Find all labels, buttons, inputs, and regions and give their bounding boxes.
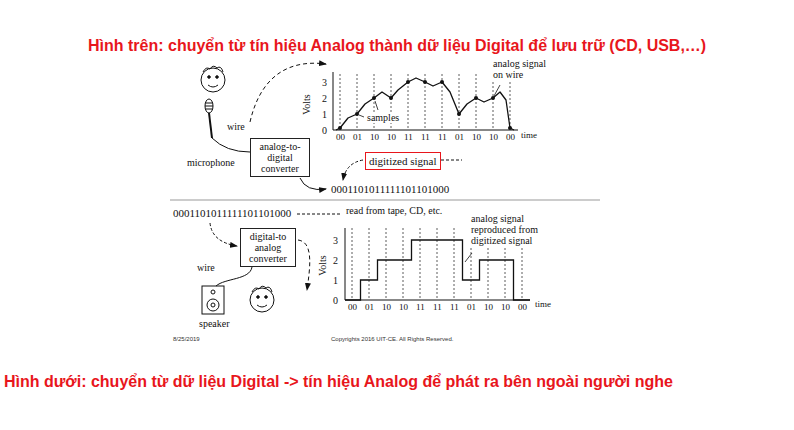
axis-value: 2 [332,255,339,266]
device-label: speaker [198,318,231,329]
analog-signal [336,78,514,130]
tick-label: 01 [454,133,465,143]
axis-value: 1 [321,109,328,120]
axis-value: 0 [321,125,328,136]
tick-label: 11 [403,133,414,143]
speaker-icon [202,286,224,314]
tick-label: 11 [432,303,443,313]
note-label: read from tape, CD, etc. [345,205,443,216]
tick-label: 00 [335,133,346,143]
tick-label: 10 [471,133,482,143]
box-text: digital-to analog converter [244,231,292,264]
step-signal [345,240,530,300]
digitized-signal-box: digitized signal [365,152,441,170]
tick-label: 11 [437,133,448,143]
tick-label: 11 [415,303,426,313]
wire-label: wire [196,262,216,273]
axis-title: time [520,131,538,141]
samples-label: samples [366,112,400,123]
tick-label: 01 [352,133,363,143]
tick-label: 10 [488,133,499,143]
wire [216,267,252,286]
tick-label: 00 [517,303,528,313]
tick-label: 10 [398,303,409,313]
axis-value: 1 [332,275,339,286]
tick-label: 00 [347,303,358,313]
box-text: digitized signal [369,155,437,167]
tick-label: 01 [364,303,375,313]
tick-label: 10 [483,303,494,313]
dashed-arrow [250,63,326,122]
wire-label: wire [226,121,246,132]
leader-line [465,253,472,262]
face-icon [250,286,274,312]
tick-label: 10 [381,303,392,313]
slide-title: Hình trên: chuyển từ tín hiệu Analog thà… [88,36,706,55]
dashed-line [441,160,462,161]
signal-label: analog signal on wire [492,58,556,80]
tick-label: 10 [386,133,397,143]
divider [170,200,600,201]
wire [212,138,250,152]
footer-copyright: Copyrights 2016 UIT-CE. All Rights Reser… [330,336,454,343]
axis-value: 2 [321,93,328,104]
axis-value: 0 [332,295,339,306]
dashed-line [297,214,341,215]
dashed-arrow [210,223,237,246]
tick-label: 01 [466,303,477,313]
axis-value: 3 [321,77,328,88]
box-text: analog-to-digital converter [254,141,306,174]
microphone-icon [205,99,213,138]
axis-title: Volts [301,93,312,115]
dashed-arrow [343,160,363,180]
tick-label: 11 [449,303,460,313]
device-label: microphone [186,157,236,168]
tick-label: 10 [500,303,511,313]
bit-string: 0001101011111101101000 [330,183,450,195]
slide-caption: Hình dưới: chuyển từ dữ liệu Digital -> … [4,372,673,391]
tick-label: 11 [420,133,431,143]
converter-box: digital-to analog converter [240,228,296,267]
dashed-arrow [298,240,310,290]
graph-axes [333,72,518,130]
signal-label: analog signal reproduced from digitized … [470,213,560,246]
axis-title: time [534,300,552,310]
sample-dots [338,80,512,130]
bit-string: 0001101011111101101000 [172,207,292,219]
axis-title: Volts [317,254,328,276]
axis-value: 3 [332,235,339,246]
face-icon [201,66,225,92]
tick-label: 00 [505,133,516,143]
converter-box: analog-to-digital converter [250,138,310,177]
footer-date: 8/25/2019 [172,336,201,343]
arrow [300,178,326,190]
tick-label: 10 [369,133,380,143]
